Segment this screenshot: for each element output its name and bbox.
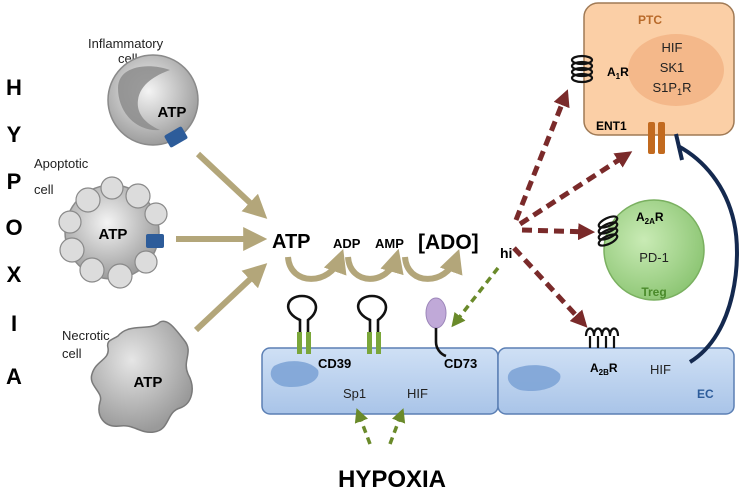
side-letter: Y — [7, 122, 22, 147]
a2ar-label: A2AR — [636, 210, 664, 226]
release-arrows — [176, 151, 268, 333]
ent1-label: ENT1 — [596, 119, 627, 133]
apoptotic-cell: Apoptotic cell ATP — [34, 156, 168, 289]
treg-cell: PD-1 Treg — [603, 199, 705, 301]
ado-signaling-arrows — [512, 89, 633, 328]
side-letter: O — [5, 215, 22, 240]
necrotic-cell-label-2: cell — [62, 346, 82, 361]
conversion-arrows — [285, 248, 463, 282]
atp-channel-icon — [146, 234, 164, 248]
apoptotic-atp: ATP — [99, 226, 128, 243]
ptc-sk1: SK1 — [660, 60, 685, 75]
hif-induction-arrows — [354, 266, 500, 445]
necrotic-cell: Necrotic cell ATP — [62, 320, 193, 433]
a1r-label: A1R — [607, 65, 629, 81]
s1p1r-label: S1P1R — [653, 80, 692, 97]
a2br-receptor — [584, 327, 620, 348]
inflammatory-atp: ATP — [158, 104, 187, 121]
inflammatory-cell-label: Inflammatory — [88, 36, 164, 51]
side-letter: A — [6, 364, 22, 389]
ent1-transporter — [648, 122, 655, 154]
side-letter: X — [7, 262, 22, 287]
side-letter: H — [6, 75, 22, 100]
cd39-anchor — [297, 332, 302, 354]
side-letter: I — [11, 311, 17, 336]
side-letter: P — [7, 169, 22, 194]
side-hypoxia-label: H Y P O X I A — [5, 75, 22, 389]
necrotic-atp: ATP — [134, 374, 163, 391]
cd39-anchor — [306, 332, 311, 354]
endothelial-cell: HIF EC — [497, 347, 735, 415]
treg-label: Treg — [641, 285, 666, 299]
cd73-enzyme — [425, 297, 447, 358]
ptc-title: PTC — [638, 13, 662, 27]
a2ar-receptor — [597, 215, 619, 247]
inflammatory-cell: Inflammatory cell ATP — [88, 36, 199, 148]
ec-label: EC — [697, 387, 714, 401]
cd39-anchor — [367, 332, 372, 354]
bottom-hypoxia-label: HYPOXIA — [338, 466, 446, 493]
epithelial-cell: Sp1 HIF — [261, 347, 499, 415]
amp-label: AMP — [375, 236, 404, 251]
ado-subscript: hi — [500, 245, 512, 261]
apoptotic-cell-label: Apoptotic — [34, 156, 89, 171]
necrotic-cell-label: Necrotic — [62, 328, 110, 343]
atp-label: ATP — [272, 231, 311, 253]
a1r-receptor — [570, 54, 594, 84]
cd73-label: CD73 — [444, 356, 477, 371]
cd39-enzyme — [286, 294, 388, 344]
epi-hif-label: HIF — [407, 386, 428, 401]
adp-label: ADP — [333, 236, 361, 251]
sp1-label: Sp1 — [343, 386, 366, 401]
ent1-transporter — [658, 122, 665, 154]
pd1-label: PD-1 — [639, 250, 669, 265]
cd39-label: CD39 — [318, 356, 351, 371]
atp-channel-icon — [164, 126, 188, 148]
apoptotic-cell-label-2: cell — [34, 182, 54, 197]
ado-label: [ADO] — [418, 231, 479, 254]
a2br-label: A2BR — [590, 361, 618, 377]
ptc-cell: PTC HIF SK1 S1P1R ENT1 — [583, 2, 735, 154]
cd39-anchor — [376, 332, 381, 354]
ec-hif-label: HIF — [650, 362, 671, 377]
ptc-hif: HIF — [662, 40, 683, 55]
ent1-inhibition — [674, 133, 739, 364]
nucleotide-pathway: ATP ADP AMP [ADO] hi — [272, 231, 512, 261]
